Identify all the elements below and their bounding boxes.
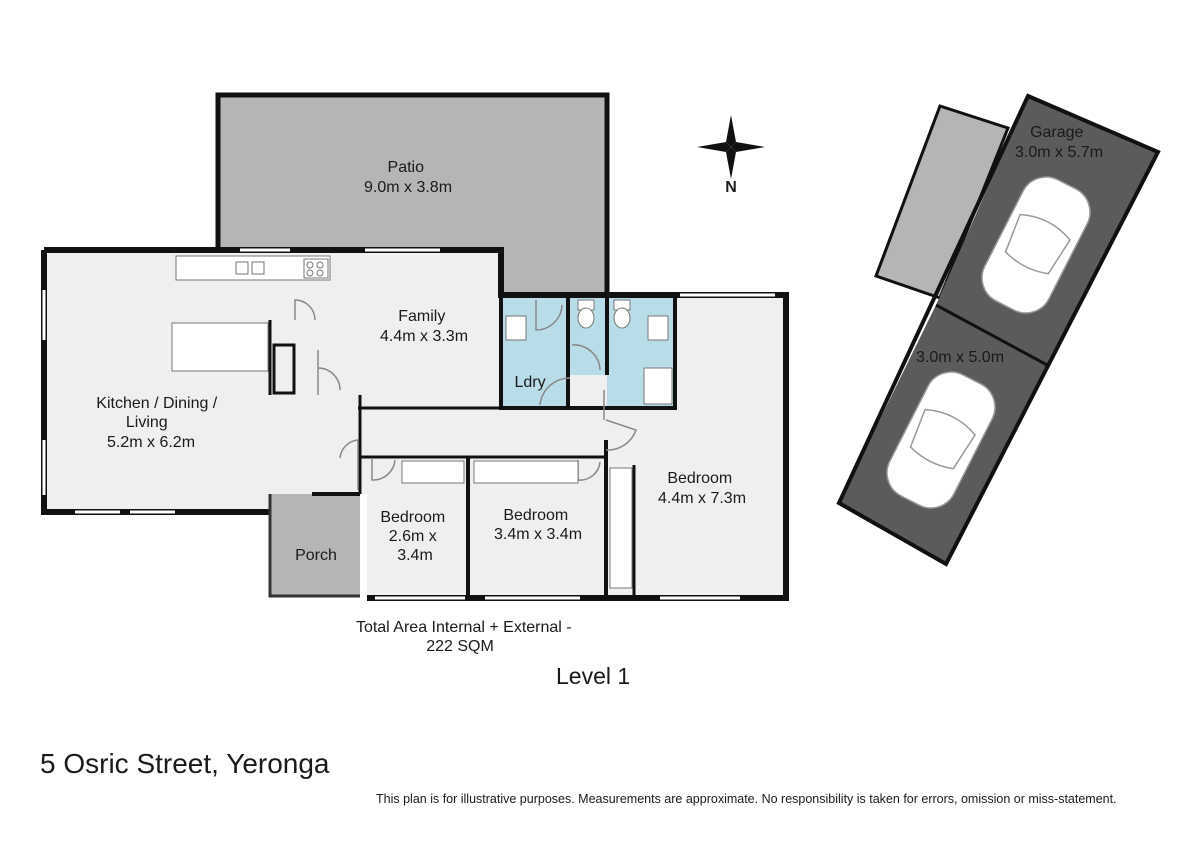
family-label: Family 4.4m x 3.3m <box>380 308 468 345</box>
bedroom-mid-label: Bedroom 3.4m x 3.4m <box>494 507 582 543</box>
garage-carport-divider <box>935 303 1050 368</box>
car-icon <box>886 371 996 509</box>
toilet-icon <box>613 307 631 329</box>
porch-wall <box>268 494 360 598</box>
burner-icon <box>316 269 324 277</box>
wardrobe <box>401 460 465 484</box>
door-swing <box>294 299 316 321</box>
bedroom-small-label: Bedroom 2.6m x 3.4m <box>380 509 449 564</box>
door-swing <box>605 419 637 451</box>
compass-label: N <box>725 179 737 196</box>
door-swing <box>539 377 571 406</box>
burner-icon <box>306 261 314 269</box>
disclaimer-text: This plan is for illustrative purposes. … <box>376 792 1117 806</box>
total-area-label: Total Area Internal + External - 222 SQM <box>356 619 576 655</box>
door-swing <box>339 439 359 490</box>
laundry-wall <box>499 293 677 410</box>
toilet-icon <box>577 307 595 329</box>
porch-label: Porch <box>295 547 337 564</box>
garage-wall <box>836 93 1161 567</box>
openings <box>42 248 775 600</box>
bedroom-main-label: Bedroom 4.4m x 7.3m <box>658 470 746 507</box>
floor-fills <box>44 95 1158 598</box>
laundry-label: Ldry <box>514 374 545 391</box>
car-icon <box>981 176 1091 314</box>
property-address: 5 Osric Street, Yeronga <box>40 748 330 779</box>
door-swing <box>317 350 341 395</box>
patio-floor <box>218 95 607 295</box>
kitchen-label: Kitchen / Dining / Living 5.2m x 6.2m <box>96 395 221 451</box>
door-swing <box>571 344 601 371</box>
cupboard <box>272 343 296 395</box>
level-label: Level 1 <box>556 663 631 689</box>
porch-floor <box>270 494 360 596</box>
wardrobe <box>473 460 579 484</box>
patio-wall <box>215 92 610 295</box>
door-swing <box>371 458 396 481</box>
sink-icon <box>251 261 265 275</box>
laundry-floor <box>502 297 568 407</box>
shower-icon <box>643 367 673 405</box>
sink-icon <box>235 261 249 275</box>
north-arrow-icon <box>697 115 765 179</box>
wardrobe <box>609 467 633 589</box>
door-swing <box>535 300 563 331</box>
fixtures <box>175 255 673 589</box>
patio-label: Patio 9.0m x 3.8m <box>364 159 452 196</box>
burner-icon <box>316 261 324 269</box>
kitchen-island <box>171 322 269 372</box>
garage-label: Garage 3.0m x 5.7m <box>1015 124 1103 161</box>
laundry-tub-icon <box>505 315 527 341</box>
basin-icon <box>647 315 669 341</box>
burner-icon <box>306 269 314 277</box>
carport-label: 3.0m x 5.0m <box>916 349 1004 366</box>
